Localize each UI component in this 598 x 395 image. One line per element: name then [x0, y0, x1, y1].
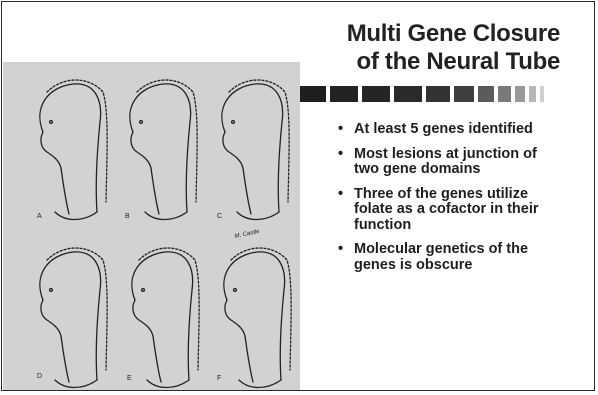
- title-line-1: Multi Gene Closure: [300, 20, 560, 48]
- bullet-text: At least 5 genes identified: [354, 121, 533, 137]
- panel-label-a: A: [37, 213, 42, 220]
- bullet-item: • At least 5 genes identified: [334, 122, 564, 138]
- neural-tube-figure: A B C D E F M. Castle: [3, 62, 300, 390]
- bullet-list: • At least 5 genes identified • Most lesio…: [334, 122, 564, 282]
- bullet-glyph: •: [338, 122, 343, 138]
- panel-label-c: C: [217, 213, 222, 220]
- bullet-glyph: •: [338, 242, 343, 258]
- bullet-text: Three of the genes utilize folate as a c…: [354, 186, 539, 233]
- bullet-item: • Three of the genes utilize folate as a …: [334, 187, 564, 234]
- embryo-a: [40, 80, 107, 220]
- bullet-glyph: •: [338, 147, 343, 163]
- embryo-d: [40, 248, 107, 388]
- bullet-item: • Molecular genetics of the genes is obsc…: [334, 242, 564, 273]
- embryo-c: [222, 80, 289, 220]
- title-line-2: of the Neural Tube: [300, 48, 560, 76]
- slide-title: Multi Gene Closure of the Neural Tube: [300, 20, 560, 76]
- artist-signature: M. Castle: [234, 229, 261, 240]
- embryo-f: [224, 248, 291, 388]
- bullet-glyph: •: [338, 187, 343, 203]
- embryo-e: [132, 248, 199, 388]
- embryo-diagram: A B C D E F M. Castle: [3, 62, 300, 390]
- bullet-item: • Most lesions at junction of two gene do…: [334, 147, 564, 178]
- panel-label-f: F: [217, 375, 221, 382]
- panel-label-d: D: [37, 373, 42, 380]
- embryo-b: [130, 80, 197, 220]
- panel-label-e: E: [127, 375, 132, 382]
- bullet-text: Molecular genetics of the genes is obscu…: [354, 241, 528, 273]
- bullet-text: Most lesions at junction of two gene dom…: [354, 146, 537, 178]
- panel-label-b: B: [125, 213, 130, 220]
